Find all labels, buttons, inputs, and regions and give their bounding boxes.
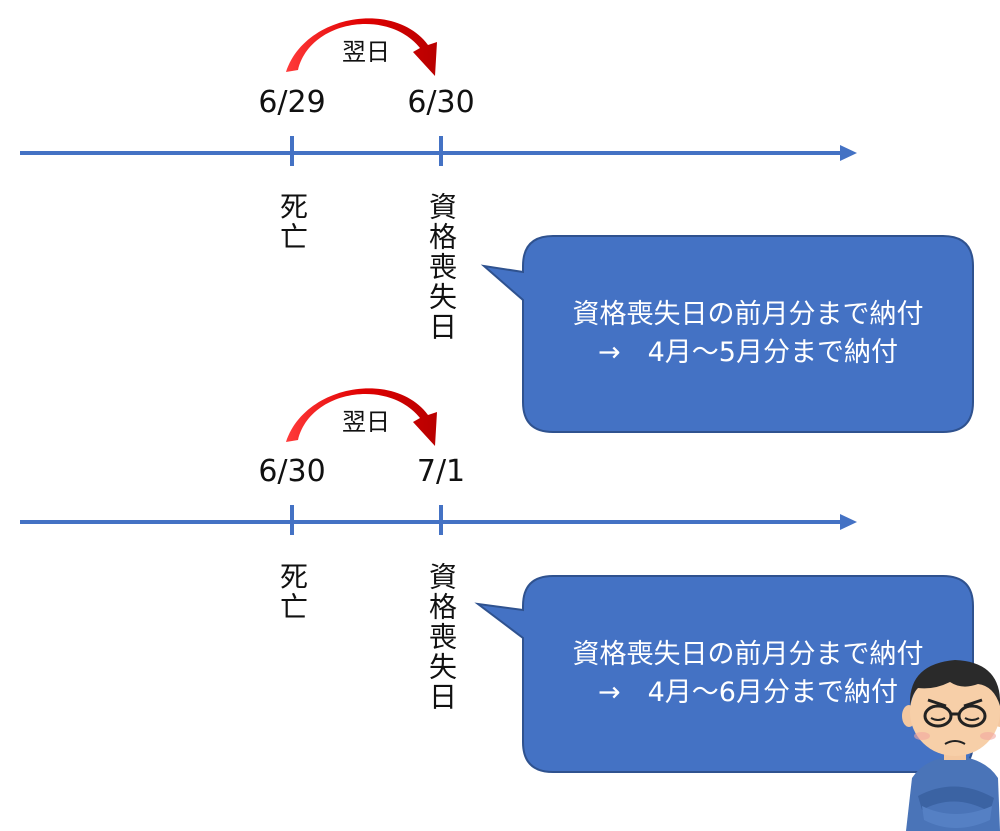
next-day-arrow-2: [286, 388, 437, 446]
event-death-1: 死亡: [276, 192, 309, 252]
event-death-2: 死亡: [276, 562, 309, 622]
event-loss-1: 資格喪失日: [425, 192, 458, 342]
date-loss-1: 6/30: [407, 85, 475, 120]
next-day-label-1: 翌日: [342, 38, 390, 66]
callout-bubble-2: [474, 575, 974, 773]
date-death-2: 6/30: [258, 454, 326, 489]
worried-man-icon: [902, 660, 1000, 831]
timeline-1: [20, 18, 857, 166]
timeline-1-arrowhead: [840, 145, 857, 161]
date-death-1: 6/29: [258, 85, 326, 120]
callout-text-2: 資格喪失日の前月分まで納付 → 4月～6月分まで納付: [523, 636, 973, 712]
timeline-2-arrowhead: [840, 514, 857, 530]
timeline-2: [20, 388, 857, 535]
event-loss-2: 資格喪失日: [425, 562, 458, 712]
callout-2-line-1: 資格喪失日の前月分まで納付: [572, 639, 924, 670]
callout-bubble-1: [480, 235, 974, 433]
callout-1-line-2: → 4月～5月分まで納付: [598, 337, 898, 368]
date-loss-2: 7/1: [416, 454, 466, 489]
next-day-label-2: 翌日: [342, 408, 390, 436]
callout-text-1: 資格喪失日の前月分まで納付 → 4月～5月分まで納付: [523, 296, 973, 372]
callout-2-line-2: → 4月～6月分まで納付: [598, 677, 898, 708]
callout-1-line-1: 資格喪失日の前月分まで納付: [572, 299, 924, 330]
next-day-arrow-1: [286, 18, 437, 76]
